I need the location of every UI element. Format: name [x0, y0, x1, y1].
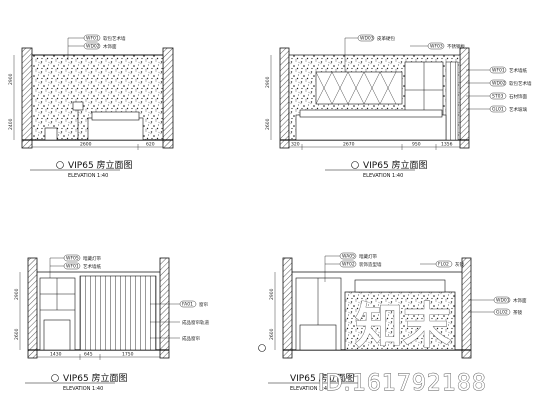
- dim-width: 1430: [50, 352, 62, 358]
- tag-gl02: GL02: [496, 310, 508, 316]
- wall-section-left: [282, 257, 293, 359]
- console-table: [299, 324, 337, 351]
- drawing-title: VIP65 房立面图: [63, 372, 128, 384]
- sofa: [87, 117, 144, 141]
- note: 不锈钢板: [447, 43, 465, 50]
- wall-section-right: [461, 257, 472, 359]
- tag-fl02: FL02: [438, 262, 449, 268]
- material-tag: [63, 254, 81, 262]
- dim-width: 1750: [122, 352, 134, 358]
- dim-height: 2400: [8, 118, 14, 130]
- elevation-drawing-1: WF01 软包艺术墙 WD02 木饰面 2900 2400 2600 620 V…: [8, 34, 174, 179]
- armchair: [43, 319, 71, 351]
- tag-wf01: WF01: [66, 264, 79, 270]
- tag-wf03: WF03: [430, 44, 443, 50]
- note: 装饰造型墙: [359, 261, 382, 268]
- elevation-drawing-4: WA05 暗藏灯带 WF02 装饰造型墙 FL02 灰镜 WD01 木饰面 GL…: [258, 252, 527, 392]
- tag-wf01: WF01: [492, 68, 505, 74]
- tag-wf05: WF05: [66, 256, 79, 262]
- tag-wd03: WD03: [360, 36, 374, 42]
- note: 石材饰面: [509, 93, 527, 100]
- dim-height: 2600: [265, 118, 271, 130]
- right-callouts: WF01 艺术墙纸 WD02 软包艺术墙 ST03 石材饰面 GL01 艺术玻璃: [466, 66, 532, 113]
- note-2: 木饰面: [103, 43, 117, 50]
- note: 成品窗帘轨道: [182, 319, 209, 326]
- wall-section-left: [279, 47, 290, 149]
- section-marker-icon: [351, 161, 359, 169]
- tag-wf02: WF02: [342, 262, 355, 268]
- material-tag: [493, 308, 511, 316]
- side-table: [44, 127, 58, 141]
- drawing-scale: ELEVATION 1:40: [290, 386, 330, 392]
- note: 艺术玻璃: [509, 106, 527, 113]
- wall-section-left: [27, 257, 38, 359]
- dim-width: 2600: [80, 142, 92, 148]
- material-tag: [179, 300, 197, 308]
- watermark-id: ID:161792188: [318, 371, 487, 396]
- material-tag: [357, 34, 375, 42]
- tag-fa01: FA01: [182, 302, 193, 308]
- note-1: 软包艺术墙: [103, 35, 126, 42]
- drawing-scale: ELEVATION 1:40: [63, 386, 103, 392]
- dim-height: 2600: [269, 328, 275, 340]
- tag-wd01: WD01: [496, 298, 510, 304]
- note: 艺术墙纸: [509, 67, 527, 74]
- tag-wa05: WA05: [342, 254, 355, 260]
- elevation-drawing-2: WD03 皮革硬包 WF03 不锈钢板 WF01 艺术墙纸 WD02 软包艺术墙…: [265, 34, 532, 179]
- section-marker-icon: [56, 161, 64, 169]
- wall-section-right: [459, 47, 470, 149]
- material-tag: [339, 252, 357, 260]
- floor-lamp: [72, 101, 84, 111]
- sofa: [295, 114, 447, 141]
- material-tag: [435, 260, 453, 268]
- watermark-logo-text: 知末: [355, 298, 451, 354]
- material-tag: [493, 296, 511, 304]
- dim-width: 1356: [441, 142, 453, 148]
- note: 皮革硬包: [377, 35, 395, 42]
- drawing-title: VIP65 房立面图: [290, 372, 355, 384]
- material-tag: [63, 262, 81, 270]
- stone-feature-wall: [344, 291, 456, 351]
- dim-height: 2600: [14, 328, 20, 340]
- dim-height: 2900: [8, 73, 14, 85]
- tag-wd02: WD02: [86, 44, 100, 50]
- dim-width: 2670: [343, 142, 355, 148]
- wall-section-right: [162, 47, 174, 149]
- note: 窗帘: [199, 301, 208, 308]
- curtain: [79, 275, 157, 351]
- dim-width: 950: [412, 142, 421, 148]
- dim-width: 620: [146, 142, 155, 148]
- feature-panel: [315, 71, 403, 105]
- note: 茶镜: [513, 309, 522, 316]
- material-tag: [427, 42, 445, 50]
- tag-st03: ST03: [492, 94, 503, 100]
- dim-height: 2900: [269, 288, 275, 300]
- dim-height: 2900: [265, 76, 271, 88]
- note: 暗藏灯带: [359, 253, 377, 260]
- drawing-scale: ELEVATION 1:40: [68, 173, 108, 179]
- drawing-title: VIP65 房立面图: [68, 159, 133, 171]
- drawing-title: VIP65 房立面图: [363, 159, 428, 171]
- dim-width: 320: [291, 142, 300, 148]
- wall-section-right: [159, 257, 170, 359]
- wall-section-left: [21, 47, 33, 149]
- watermark: 知末 ID:161792188: [318, 298, 487, 397]
- section-marker-icon: [51, 374, 59, 382]
- elevation-drawing-3: WF05 暗藏灯带 WF01 艺术墙纸 FA01 窗帘 成品窗帘轨道 成品窗帘 …: [14, 254, 209, 392]
- note: 成品窗帘: [182, 335, 200, 342]
- section-marker-icon: [258, 344, 266, 352]
- note: 艺术墙纸: [83, 263, 101, 270]
- material-tag: [339, 260, 357, 268]
- drawing-scale: ELEVATION 1:40: [363, 173, 403, 179]
- tag-gl01: GL01: [492, 107, 504, 113]
- tag-wf01: WF01: [86, 36, 99, 42]
- note: 暗藏灯带: [83, 255, 101, 262]
- tag-wd02: WD02: [492, 81, 506, 87]
- note: 灰镜: [455, 261, 464, 268]
- note: 木饰面: [513, 297, 527, 304]
- dim-width: 645: [84, 352, 93, 358]
- note: 软包艺术墙: [509, 80, 532, 87]
- dim-height: 2900: [14, 288, 20, 300]
